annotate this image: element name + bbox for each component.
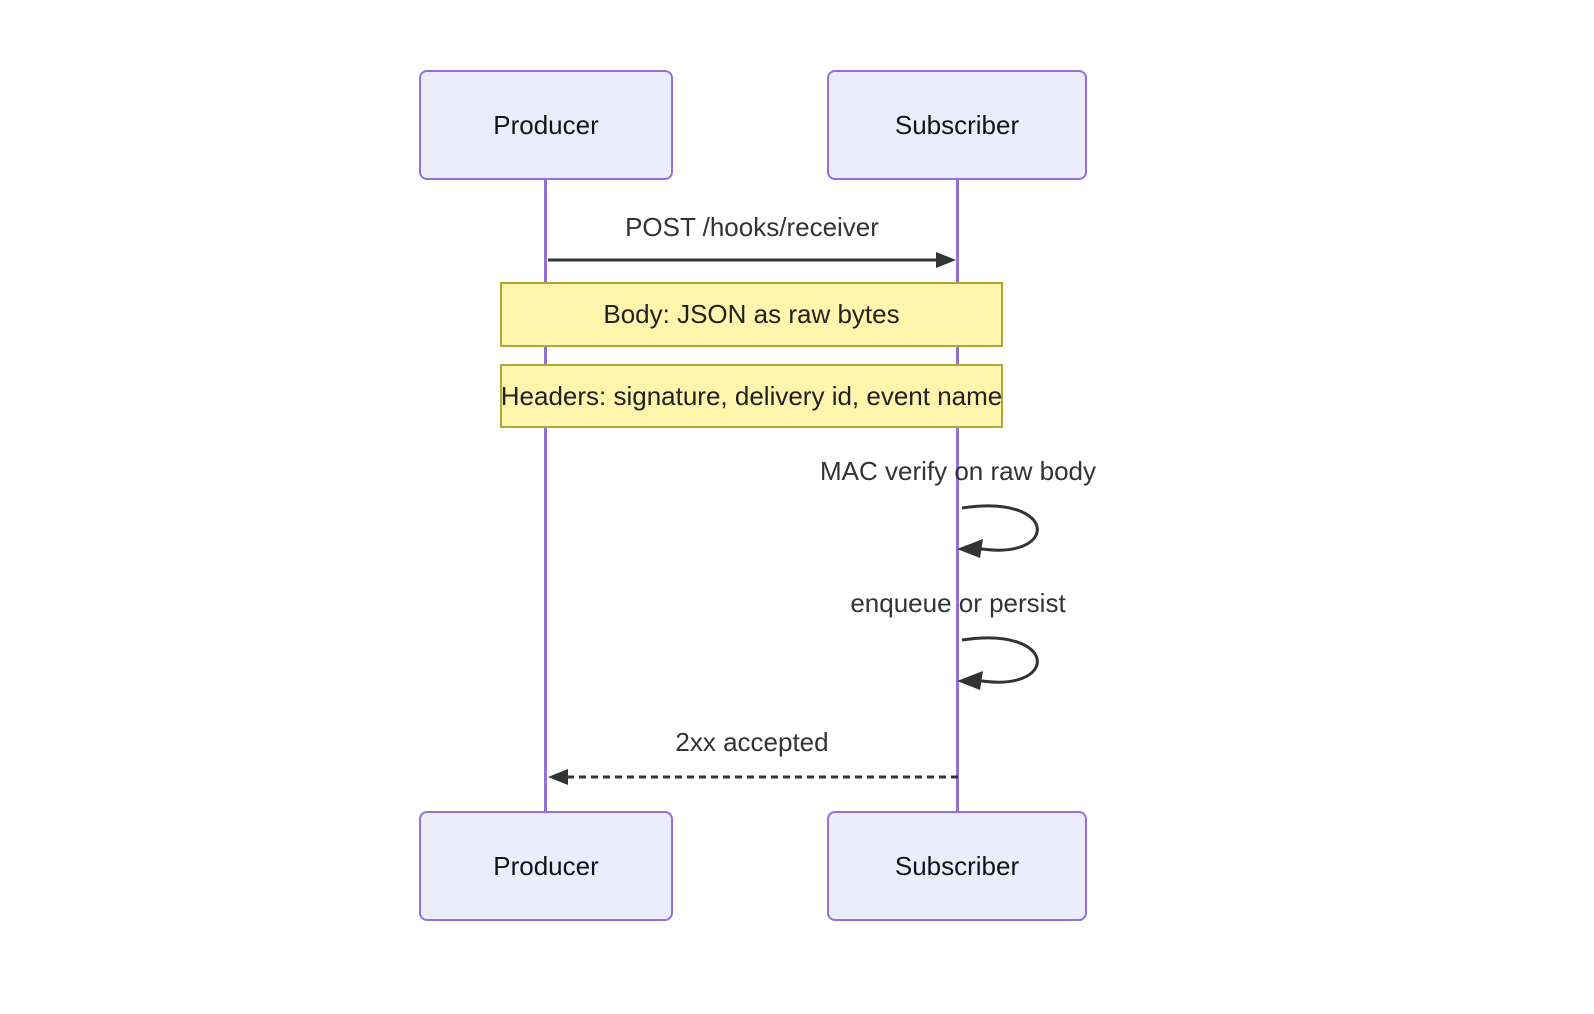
actor-producer-bottom: Producer — [419, 811, 673, 921]
reply-arrow — [548, 769, 958, 785]
self-message-enqueue-label: enqueue or persist — [850, 588, 1066, 618]
note-body-json: Body: JSON as raw bytes — [500, 282, 1003, 347]
producer-lifeline — [544, 180, 547, 811]
subscriber-lifeline — [956, 180, 959, 811]
reply-message-label: 2xx accepted — [675, 727, 829, 757]
actor-producer-top-label: Producer — [493, 109, 599, 140]
self-loop-arrow-mac-verify — [957, 504, 1039, 558]
request-arrow — [548, 252, 956, 268]
actor-subscriber-top-label: Subscriber — [894, 109, 1020, 140]
actor-subscriber-top: Subscriber — [827, 70, 1087, 180]
actor-subscriber-bottom: Subscriber — [827, 811, 1087, 921]
note-body-json-label: Body: JSON as raw bytes — [603, 299, 900, 329]
actor-producer-top: Producer — [419, 70, 673, 180]
request-message-label: POST /hooks/receiver — [625, 212, 879, 242]
actor-producer-bottom-label: Producer — [493, 850, 599, 881]
self-loop-arrow-enqueue — [957, 636, 1039, 690]
note-headers: Headers: signature, delivery id, event n… — [500, 364, 1003, 428]
actor-subscriber-bottom-label: Subscriber — [894, 850, 1020, 881]
note-headers-label: Headers: signature, delivery id, event n… — [500, 380, 1003, 411]
self-message-mac-verify-label: MAC verify on raw body — [820, 456, 1096, 486]
